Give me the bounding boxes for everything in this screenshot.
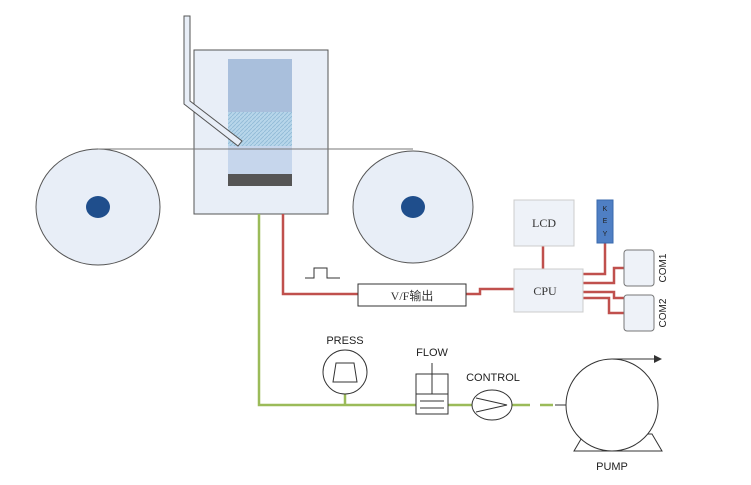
flow-label: FLOW [416, 347, 448, 359]
pump-label: PUMP [596, 461, 628, 473]
vacuum-pump: PUMP [565, 355, 663, 473]
right-roll-hub [401, 196, 425, 218]
vf-output-label: V/F输出 [391, 288, 434, 303]
gas-line [257, 214, 553, 407]
pulse-signal-icon [305, 267, 340, 279]
flow-meter: FLOW [415, 347, 449, 415]
key-label-k: K [603, 206, 608, 213]
cpu-label: CPU [533, 284, 557, 298]
left-film-roll [35, 148, 161, 266]
signal-wires [281, 214, 624, 315]
pressure-gauge: PRESS [322, 335, 368, 395]
vf-output-box: V/F输出 [357, 283, 467, 307]
lcd-box: LCD [513, 199, 575, 247]
key-box: K E Y [596, 199, 614, 244]
com1-port: COM1 [623, 249, 669, 287]
pump-outlet-arrowhead [654, 355, 662, 363]
press-label: PRESS [326, 335, 363, 347]
tube-upper-section [228, 59, 292, 112]
feed-pipe [183, 15, 243, 147]
com2-port: COM2 [623, 294, 669, 332]
left-roll-hub [86, 196, 110, 218]
pressure-gauge-icon [332, 362, 358, 383]
key-label-y: Y [603, 231, 608, 238]
control-valve: CONTROL [466, 372, 520, 421]
lcd-label: LCD [532, 216, 556, 230]
test-chamber [183, 15, 329, 215]
control-label: CONTROL [466, 372, 520, 384]
tube-base [228, 174, 292, 186]
right-film-roll [352, 150, 474, 264]
com1-label: COM1 [658, 253, 669, 282]
tube-lower-section [228, 146, 292, 174]
com2-label: COM2 [658, 298, 669, 327]
key-label-e: E [603, 218, 608, 225]
cpu-box: CPU [513, 268, 584, 313]
